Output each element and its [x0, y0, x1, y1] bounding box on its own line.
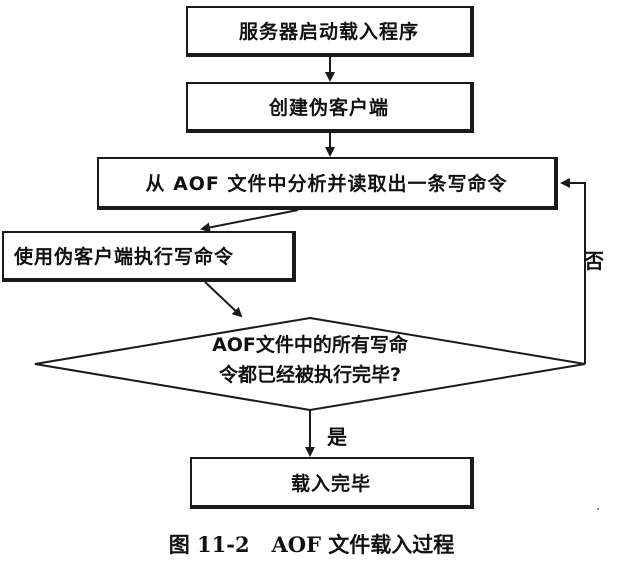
decision-line-2: 令都已经被执行完毕? — [218, 364, 402, 386]
step-create-fake-client: 创建伪客户端 — [186, 82, 474, 133]
arrow-no-loop — [560, 178, 586, 364]
scan-speck — [597, 508, 599, 510]
step-finished: 载入完毕 — [190, 457, 474, 509]
step-execute-command: 使用伪客户端执行写命令 — [2, 231, 296, 282]
arrow-read-to-execute — [200, 209, 299, 233]
step-read-command: 从 AOF 文件中分析并读取出一条写命令 — [97, 157, 558, 210]
decision-line-1: AOF文件中的所有写命 — [212, 334, 408, 356]
edge-label-no: 否 — [584, 249, 604, 273]
edge-label-yes: 是 — [327, 425, 347, 449]
figure-caption: 图 11-2 AOF 文件载入过程 — [168, 532, 455, 557]
step-start-loader: 服务器启动载入程序 — [186, 6, 474, 57]
decision-text: AOF文件中的所有写命 令都已经被执行完毕? — [150, 330, 470, 390]
arrow-execute-to-decision — [204, 281, 243, 318]
